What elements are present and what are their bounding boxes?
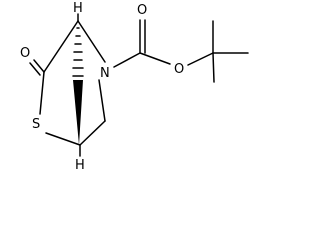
bond-carbonyl-carbon-bridgehead-top bbox=[43, 20, 79, 73]
bond-carbamate-carbon-ester-oxygen bbox=[139, 52, 171, 65]
bond-sulfur-carbonyl-carbon bbox=[39, 71, 45, 115]
bond-nitrogen-carbamate-carbon bbox=[113, 52, 141, 68]
atom-label-oxygen-keto: O bbox=[20, 46, 30, 61]
bond-bridgehead-top-nitrogen bbox=[77, 20, 106, 63]
bond-ester-oxygen-quaternary-carbon bbox=[187, 52, 214, 66]
atom-label-sulfur: S bbox=[32, 117, 40, 132]
atom-label-h-top: H bbox=[73, 1, 83, 16]
ring-bonds bbox=[29, 20, 106, 146]
atom-label-nitrogen: N bbox=[100, 66, 110, 81]
solid-wedge bbox=[73, 80, 83, 145]
bond-ch2-bridgehead-bottom bbox=[79, 120, 106, 146]
boc-group bbox=[113, 19, 249, 83]
bond-carbonyl-oxygen-a bbox=[33, 59, 45, 73]
hashed-wedge bbox=[72, 27, 84, 77]
bond-methyl-down bbox=[212, 52, 215, 83]
bond-carbonyl-oxygen-b bbox=[29, 62, 41, 76]
atom-label-oxygen-ester-carbonyl: O bbox=[137, 3, 147, 18]
bridge-bond bbox=[72, 13, 84, 157]
bond-bridgehead-bottom-sulfur bbox=[45, 132, 81, 146]
atom-label-oxygen-ester: O bbox=[174, 62, 184, 77]
chemical-structure: H H O S N O O bbox=[20, 1, 249, 173]
bond-nitrogen-ch2 bbox=[98, 79, 106, 122]
atom-label-h-bottom: H bbox=[75, 158, 85, 173]
